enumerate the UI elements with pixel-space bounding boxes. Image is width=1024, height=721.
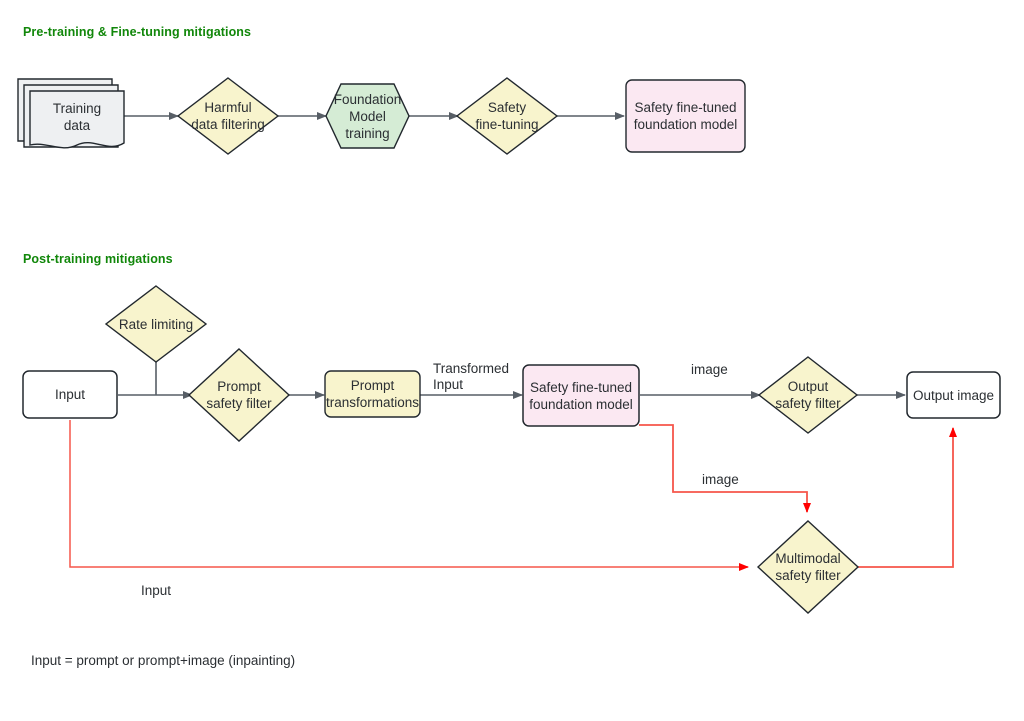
section-title-posttraining: Post-training mitigations — [23, 252, 173, 266]
posttraining-red-connectors — [69, 420, 957, 571]
node-safety-fine-tuned-foundation-model[interactable] — [625, 79, 746, 153]
node-training-data[interactable] — [17, 78, 125, 149]
edge-multimodal-to-outputimage — [858, 427, 957, 568]
node-prompt-transformations[interactable] — [324, 370, 421, 418]
edge-model-to-multimodal — [639, 424, 811, 513]
node-output-image[interactable] — [906, 371, 1001, 419]
node-input[interactable] — [22, 370, 118, 419]
edge-label-input-loop: Input — [141, 583, 172, 598]
node-rate-limiting[interactable] — [104, 285, 208, 363]
edge-input-to-multimodal — [69, 420, 749, 571]
node-safety-fine-tuned-foundation-model-2[interactable] — [522, 364, 640, 427]
posttraining-connectors — [118, 358, 906, 399]
edge-label-image-to-multimodal: image — [702, 472, 739, 487]
node-output-safety-filter[interactable] — [757, 356, 859, 434]
edge-label-transformed-input: Transformed Input — [433, 361, 510, 392]
footnote-input-definition: Input = prompt or prompt+image (inpainti… — [31, 653, 296, 668]
node-foundation-model-training[interactable] — [325, 83, 410, 149]
node-harmful-data-filtering[interactable] — [176, 77, 280, 155]
node-multimodal-safety-filter[interactable] — [756, 520, 860, 614]
node-prompt-safety-filter[interactable] — [187, 348, 291, 442]
edge-label-image-to-output-filter: image — [691, 362, 728, 377]
section-title-pretraining: Pre-training & Fine-tuning mitigations — [23, 25, 252, 39]
node-safety-fine-tuning[interactable] — [455, 77, 559, 155]
